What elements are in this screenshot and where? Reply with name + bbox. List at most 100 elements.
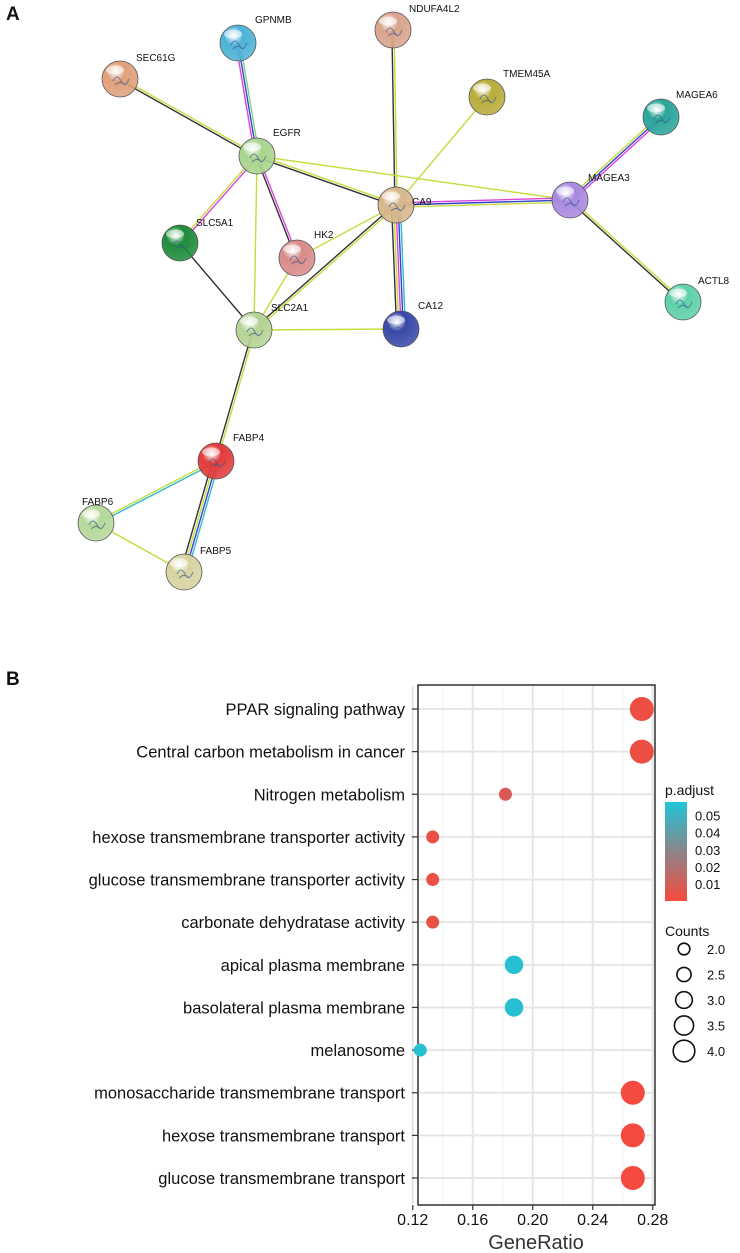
dot-carbonate-dehydratase-activity: [426, 915, 440, 929]
dot-hexose-transmembrane-transport: [620, 1123, 645, 1148]
size-legend-title: Counts: [665, 923, 709, 939]
edge-slc2a1-ca12: [253, 328, 402, 331]
term-label-glucose-transmembrane-transport: glucose transmembrane transport: [158, 1170, 405, 1188]
protein-structure-icon: [249, 153, 267, 163]
edge-line: [399, 204, 407, 329]
term-label-central-carbon-metabolism-in-cancer: Central carbon metabolism in cancer: [136, 744, 405, 762]
node-slc5a1[interactable]: SLC5A1: [161, 218, 234, 262]
edge-sec61g-egfr: [119, 77, 258, 158]
term-label-glucose-transmembrane-transporter-activity: glucose transmembrane transporter activi…: [89, 872, 406, 890]
node-magea3[interactable]: MAGEA3: [551, 173, 630, 219]
protein-structure-icon: [172, 240, 190, 250]
color-legend: p.adjust 0.050.040.030.020.01: [665, 782, 720, 901]
x-tick-label: 0.16: [457, 1212, 488, 1229]
edge-line: [186, 461, 220, 574]
dot-glucose-transmembrane-transport: [620, 1166, 645, 1190]
term-label-hexose-transmembrane-transport: hexose transmembrane transport: [162, 1127, 405, 1145]
edge-ndufa4l2-ca9: [391, 29, 398, 206]
edge-line: [569, 116, 662, 201]
node-highlight: [473, 83, 491, 93]
term-label-apical-plasma-membrane: apical plasma membrane: [221, 957, 405, 975]
protein-structure-icon: [388, 202, 406, 212]
edge-ca9-ca12: [390, 204, 407, 330]
dot-glucose-transmembrane-transporter-activity: [426, 873, 440, 887]
color-legend-bar: [665, 802, 687, 901]
node-slc2a1[interactable]: SLC2A1: [235, 303, 309, 349]
color-legend-tick-label: 0.01: [695, 877, 720, 892]
protein-structure-icon: [112, 76, 130, 86]
node-highlight: [166, 229, 184, 239]
edge-line: [395, 96, 488, 206]
edge-line: [568, 200, 683, 304]
panel-b-label: B: [6, 669, 20, 690]
node-label: SLC2A1: [271, 303, 309, 314]
node-highlight: [556, 186, 574, 196]
edge-ca9-hk2: [296, 204, 397, 259]
edge-gpnmb-egfr: [235, 42, 260, 157]
edge-line: [393, 205, 400, 330]
network-edges: [95, 29, 685, 574]
edge-line: [239, 42, 260, 156]
x-tick-label: 0.24: [577, 1212, 608, 1229]
node-label: FABP4: [233, 433, 265, 444]
edge-line: [180, 156, 259, 245]
node-highlight: [224, 29, 242, 39]
node-ca9[interactable]: CA9: [377, 186, 432, 224]
node-fabp6[interactable]: FABP6: [77, 497, 115, 542]
node-fabp5[interactable]: FABP5: [165, 546, 232, 591]
protein-structure-icon: [176, 569, 194, 579]
node-label: MAGEA3: [588, 173, 630, 184]
node-magea6[interactable]: MAGEA6: [642, 90, 718, 136]
edge-line: [178, 154, 257, 243]
edge-egfr-slc5a1: [178, 154, 259, 245]
node-highlight: [240, 316, 258, 326]
edge-slc5a1-slc2a1: [179, 242, 255, 331]
edge-line: [253, 155, 258, 331]
edge-line: [96, 461, 217, 525]
protein-structure-icon: [653, 114, 671, 124]
network-panel: A GPNMBNDUFA4L2SEC61GTMEM45AMAGEA6EGFRCA…: [6, 4, 730, 591]
node-highlight: [379, 16, 397, 26]
node-egfr[interactable]: EGFR: [238, 128, 301, 175]
dot-melanosome: [413, 1043, 427, 1057]
edge-line: [216, 330, 256, 462]
protein-structure-icon: [208, 458, 226, 468]
node-label: CA9: [412, 197, 432, 208]
color-legend-tick-label: 0.05: [695, 809, 720, 824]
term-label-basolateral-plasma-membrane: basolateral plasma membrane: [183, 999, 405, 1017]
node-hk2[interactable]: HK2: [278, 230, 334, 277]
edge-line: [253, 328, 402, 331]
edge-line: [395, 197, 570, 204]
edge-line: [252, 203, 396, 330]
node-highlight: [170, 558, 188, 568]
edge-line: [184, 461, 218, 573]
node-actl8[interactable]: ACTL8: [664, 276, 730, 321]
node-tmem45a[interactable]: TMEM45A: [468, 69, 551, 116]
node-highlight: [243, 142, 261, 152]
node-highlight: [647, 103, 665, 113]
grid-lines: [411, 686, 654, 1204]
node-label: FABP5: [200, 546, 232, 557]
edge-egfr-slc2a1: [253, 155, 258, 331]
node-ca12[interactable]: CA12: [382, 301, 443, 348]
size-legend: Counts 2.02.53.03.54.0: [665, 923, 725, 1063]
size-legend-circle: [673, 1015, 695, 1036]
term-label-melanosome: melanosome: [311, 1042, 405, 1060]
node-sec61g[interactable]: SEC61G: [101, 53, 176, 98]
size-legend-circle: [672, 1039, 696, 1063]
node-gpnmb[interactable]: GPNMB: [219, 15, 292, 62]
node-ndufa4l2[interactable]: NDUFA4L2: [374, 4, 460, 49]
term-label-hexose-transmembrane-transporter-activity: hexose transmembrane transporter activit…: [92, 829, 405, 847]
edge-ca9-magea3: [395, 197, 571, 208]
node-label: GPNMB: [255, 15, 292, 26]
term-label-carbonate-dehydratase-activity: carbonate dehydratase activity: [181, 914, 406, 932]
node-fabp4[interactable]: FABP4: [197, 433, 265, 480]
edge-egfr-ca9: [256, 154, 397, 207]
protein-structure-icon: [88, 520, 106, 530]
size-legend-label: 4.0: [707, 1044, 725, 1059]
protein-structure-icon: [393, 326, 411, 336]
edge-fabp4-fabp6: [95, 459, 217, 525]
